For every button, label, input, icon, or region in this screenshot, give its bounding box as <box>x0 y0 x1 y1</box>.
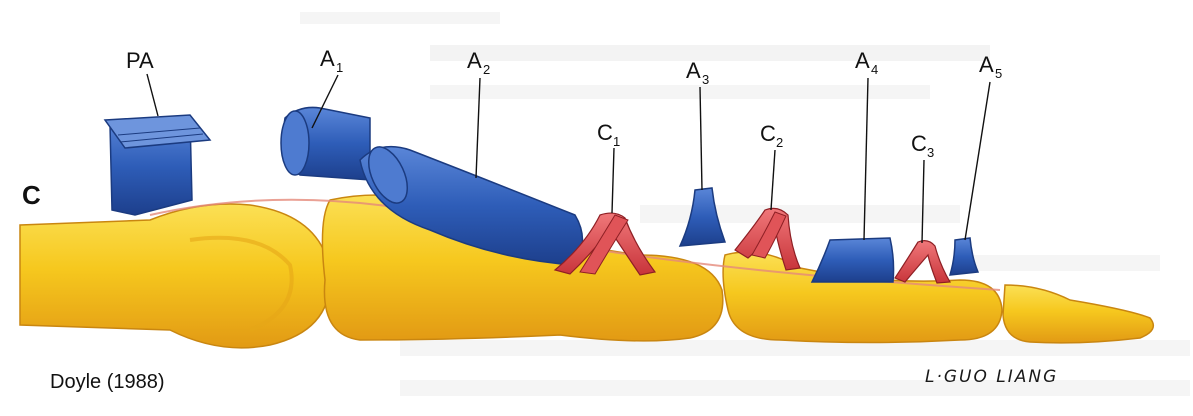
panel-letter: C <box>22 180 41 210</box>
c3-pulley <box>895 241 950 283</box>
label-pa: PA <box>126 48 154 73</box>
label-a4-sub: 4 <box>871 62 878 77</box>
a1-pulley <box>281 107 370 180</box>
label-a1: A <box>320 46 335 71</box>
palmar-aponeurosis-pulley <box>105 115 210 215</box>
label-a4: A <box>855 48 870 73</box>
label-a1-sub: 1 <box>336 60 343 75</box>
label-a3: A <box>686 58 701 83</box>
label-c1-sub: 1 <box>613 134 620 149</box>
citation-text: Doyle (1988) <box>50 371 165 393</box>
label-a5-sub: 5 <box>995 66 1002 81</box>
label-c3-sub: 3 <box>927 145 934 160</box>
label-c2-sub: 2 <box>776 135 783 150</box>
label-c1: C <box>597 120 613 145</box>
artist-signature: L·GUO LIANG <box>925 367 1058 387</box>
label-a5: A <box>979 52 994 77</box>
label-c2: C <box>760 121 776 146</box>
metacarpal-bone <box>20 204 330 348</box>
label-c3: C <box>911 131 927 156</box>
label-a3-sub: 3 <box>702 72 709 87</box>
label-a2: A <box>467 48 482 73</box>
label-a2-sub: 2 <box>483 62 490 77</box>
distal-phalanx-bone <box>1003 285 1153 343</box>
a4-pulley <box>812 238 894 282</box>
